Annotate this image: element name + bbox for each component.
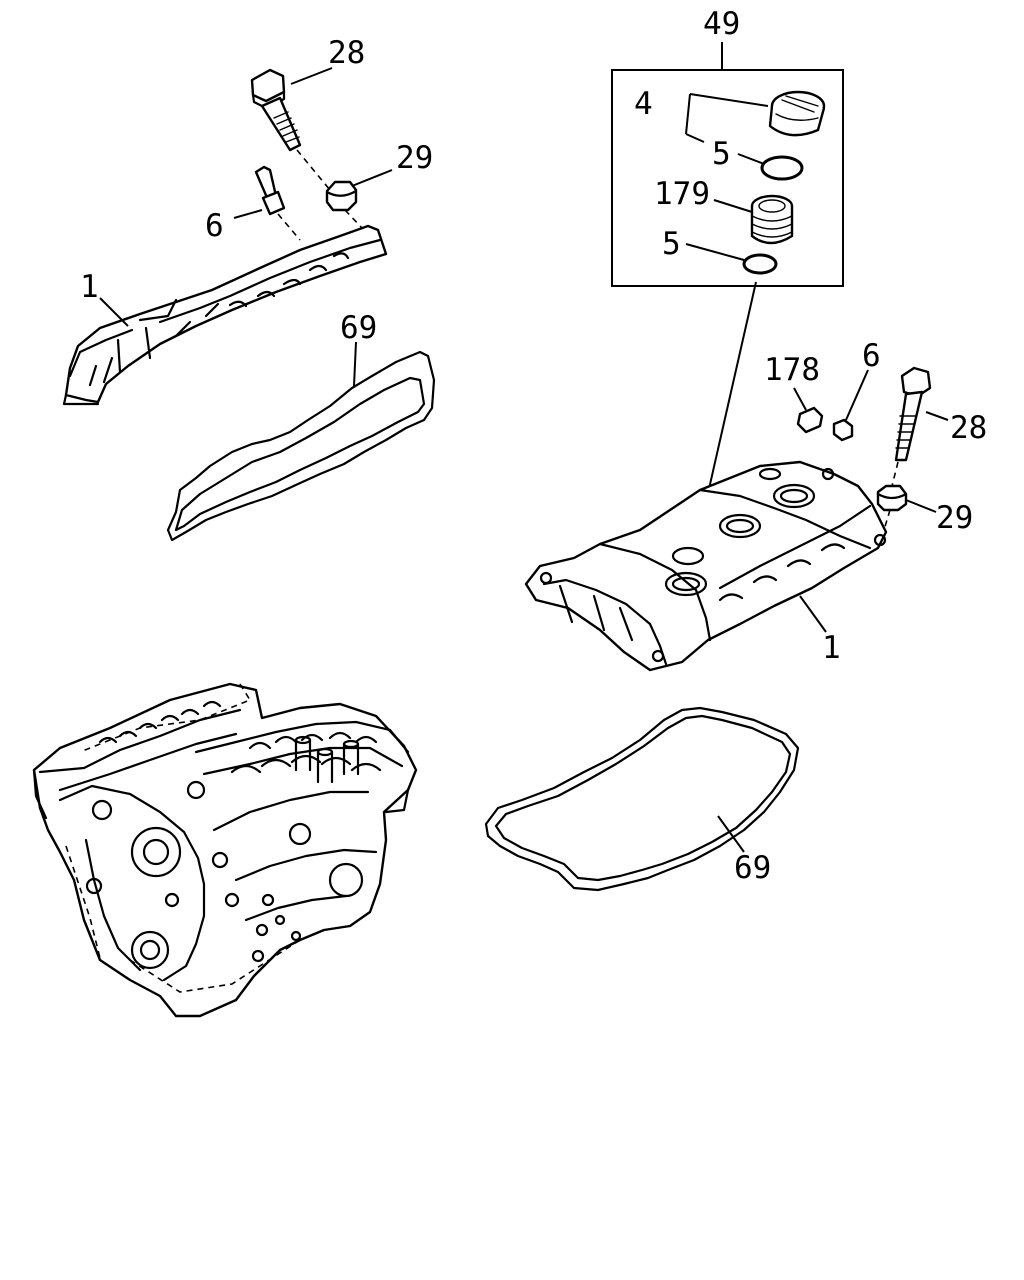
neck-oring[interactable]: [742, 253, 778, 275]
callout-right-gasket: 69: [734, 850, 771, 886]
callout-right-grommet: 29: [936, 500, 973, 536]
callout-left-gasket: 69: [340, 310, 377, 346]
right-gasket[interactable]: [484, 706, 800, 892]
callout-left-grommet: 29: [396, 140, 433, 176]
right-grommet[interactable]: 29: [876, 484, 973, 536]
callout-cap: 4: [634, 86, 653, 122]
right-bolt[interactable]: 28: [894, 366, 987, 462]
cap-assembly-box: 49: [611, 6, 844, 287]
left-gasket[interactable]: [166, 350, 436, 542]
callout-neck-oring: 5: [662, 226, 681, 262]
left-valve-cover[interactable]: [62, 224, 388, 406]
callout-right-cover: 1: [822, 630, 841, 666]
callout-left-cover: 1: [80, 269, 99, 305]
right-plug[interactable]: 178: [764, 352, 824, 434]
callout-right-stud: 6: [862, 338, 881, 374]
callout-filler-neck: 179: [654, 176, 710, 212]
filler-neck[interactable]: [750, 194, 794, 245]
cap-oring[interactable]: [760, 155, 804, 181]
left-bolt[interactable]: [250, 68, 302, 152]
callout-cap-assembly: 49: [703, 6, 740, 42]
callout-right-plug: 178: [764, 352, 820, 388]
oil-filler-cap[interactable]: [768, 90, 826, 137]
callout-left-stud: 6: [205, 208, 224, 244]
callout-left-bolt: 28: [328, 35, 365, 71]
callout-cap-oring: 5: [712, 136, 731, 172]
left-stud[interactable]: [254, 165, 286, 216]
right-valve-cover[interactable]: 1: [524, 460, 888, 672]
right-stud[interactable]: 6: [832, 338, 881, 442]
engine-block: [32, 682, 418, 1018]
callout-right-bolt: 28: [950, 410, 987, 446]
left-grommet[interactable]: [325, 180, 358, 212]
